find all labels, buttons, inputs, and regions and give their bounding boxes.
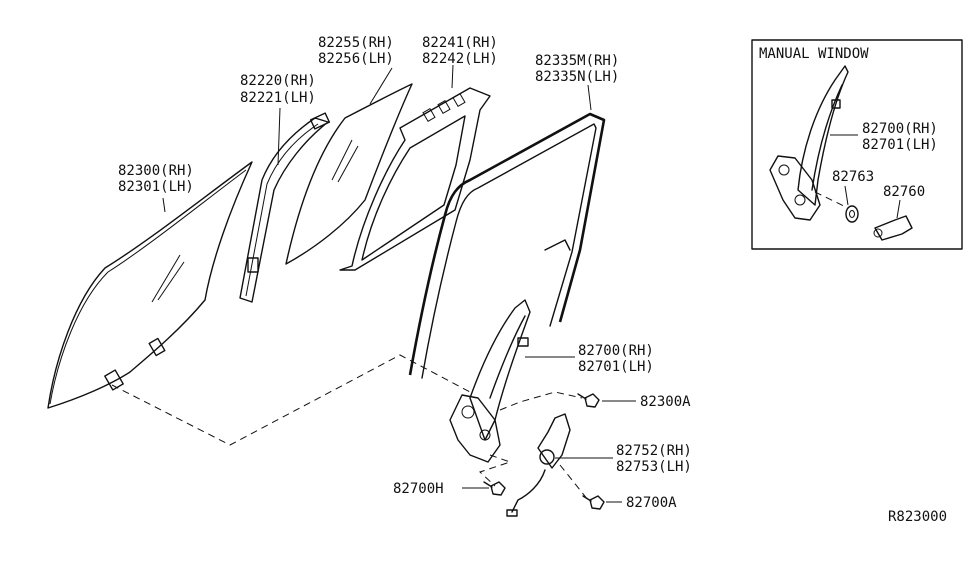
assembly-path-bolt-h xyxy=(479,454,512,487)
assembly-path-bolt-a xyxy=(499,391,583,411)
bolt-82700h xyxy=(483,481,506,496)
label-82256-lh: 82256(LH) xyxy=(318,51,394,67)
inset-label-82700-rh: 82700(RH) xyxy=(862,121,938,137)
bolt-82300a xyxy=(577,393,600,408)
label-82255-rh: 82255(RH) xyxy=(318,35,394,51)
label-82221-lh: 82221(LH) xyxy=(240,90,316,106)
bolt-82700a xyxy=(582,495,605,510)
washer-82763 xyxy=(845,205,859,223)
label-82301-lh: 82301(LH) xyxy=(118,179,194,195)
label-82300-rh: 82300(RH) xyxy=(118,163,194,179)
label-82753-lh: 82753(LH) xyxy=(616,459,692,475)
glass-run-sash xyxy=(239,112,331,303)
inset-label-82760: 82760 xyxy=(883,184,925,200)
label-82220-rh: 82220(RH) xyxy=(240,73,316,89)
inset-label-82763: 82763 xyxy=(832,169,874,185)
window-weatherstrip xyxy=(339,87,491,271)
handle-82760 xyxy=(874,215,913,241)
manual-window-inset: MANUAL WINDOW 82700(RH) 82701(LH) 82763 … xyxy=(751,39,963,250)
vent-glass xyxy=(285,83,413,265)
label-82241-rh: 82241(RH) xyxy=(422,35,498,51)
label-82701-lh: 82701(LH) xyxy=(578,359,654,375)
door-glass xyxy=(47,161,253,409)
manual-window-frame xyxy=(751,39,963,250)
power-window-regulator xyxy=(449,299,531,463)
label-82752-rh: 82752(RH) xyxy=(616,443,692,459)
label-82335m-rh: 82335M(RH) xyxy=(535,53,619,69)
label-82242-lh: 82242(LH) xyxy=(422,51,498,67)
label-82700-rh: 82700(RH) xyxy=(578,343,654,359)
label-82300a: 82300A xyxy=(640,394,691,410)
glass-run-channel xyxy=(408,112,606,379)
window-motor xyxy=(506,413,571,517)
inset-label-82701-lh: 82701(LH) xyxy=(862,137,938,153)
assembly-path xyxy=(111,354,471,446)
label-82700h: 82700H xyxy=(393,481,444,497)
label-82700a: 82700A xyxy=(626,495,677,511)
assembly-path-bolt-700a xyxy=(559,464,589,501)
reference-code: R823000 xyxy=(888,509,947,525)
label-82335n-lh: 82335N(LH) xyxy=(535,69,619,85)
manual-window-title: MANUAL WINDOW xyxy=(759,46,869,62)
